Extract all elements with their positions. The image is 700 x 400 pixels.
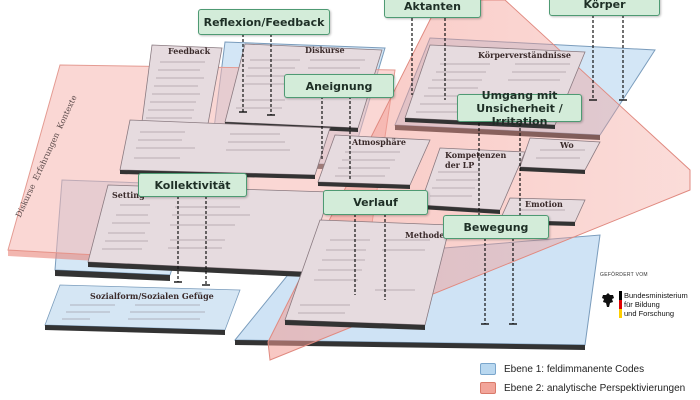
legend-item-ebene1: Ebene 1: feldimmanente Codes — [480, 363, 644, 375]
flag-stripe-red — [619, 300, 622, 309]
legend-label-ebene1: Ebene 1: feldimmanente Codes — [504, 363, 645, 375]
panel-title-wo: Wo — [560, 140, 574, 150]
connector-ticks — [174, 99, 627, 325]
panel-title-feedback: Feedback — [168, 46, 211, 56]
panel-title-sozialform: Sozialform/Sozialen Gefüge — [90, 291, 214, 301]
panel-title-emotion: Emotion — [525, 199, 563, 209]
label-aneignung: Aneignung — [284, 74, 394, 98]
label-koerper: Körper — [549, 0, 660, 16]
label-verlauf: Verlauf — [323, 190, 428, 215]
panel-title-methode: Methode — [405, 230, 445, 240]
panel-title-diskurse: Diskurse — [305, 45, 345, 55]
label-umgang-unsicherheit: Umgang mit Unsicherheit / Irritation — [457, 89, 582, 128]
label-reflexion-feedback: Reflexion/Feedback — [198, 9, 330, 35]
german-flag-icon — [619, 291, 622, 318]
legend-swatch-ebene1 — [480, 363, 496, 375]
panel-title-setting: Setting — [112, 190, 145, 200]
panel-title-kompetenzen: Kompetenzen der LP — [445, 150, 507, 170]
label-aktanten: Aktanten — [384, 0, 481, 18]
funder-name: Bundesministerium für Bildung und Forsch… — [624, 291, 688, 318]
panel-reflexion — [119, 119, 331, 176]
label-umgang-line2: Unsicherheit / Irritation — [476, 101, 563, 128]
funder-caption: GEFÖRDERT VOM — [600, 272, 648, 278]
connector-lines — [177, 15, 624, 324]
panel-title-atmosphaere: Atmosphäre — [352, 137, 406, 147]
label-umgang-line1: Umgang mit — [481, 88, 558, 102]
flag-stripe-black — [619, 291, 622, 300]
label-kollektivitaet: Kollektivität — [138, 173, 247, 197]
legend-swatch-ebene2 — [480, 382, 496, 394]
ebene1-plane-left-edge — [55, 270, 170, 281]
funder-name-line3: und Forschung — [624, 309, 675, 318]
flag-stripe-gold — [619, 309, 622, 318]
funder-name-line1: Bundesministerium — [624, 291, 688, 300]
panel-title-koerperverstaendnisse: Körperverständnisse — [478, 50, 571, 60]
ebene1-plane-front-edge — [235, 340, 585, 350]
label-bewegung: Bewegung — [443, 215, 549, 239]
legend-item-ebene2: Ebene 2: analytische Perspektivierungen — [480, 382, 685, 394]
eagle-icon — [602, 293, 614, 307]
legend-label-ebene2: Ebene 2: analytische Perspektivierungen — [504, 382, 686, 394]
funder-name-line2: für Bildung — [624, 300, 660, 309]
